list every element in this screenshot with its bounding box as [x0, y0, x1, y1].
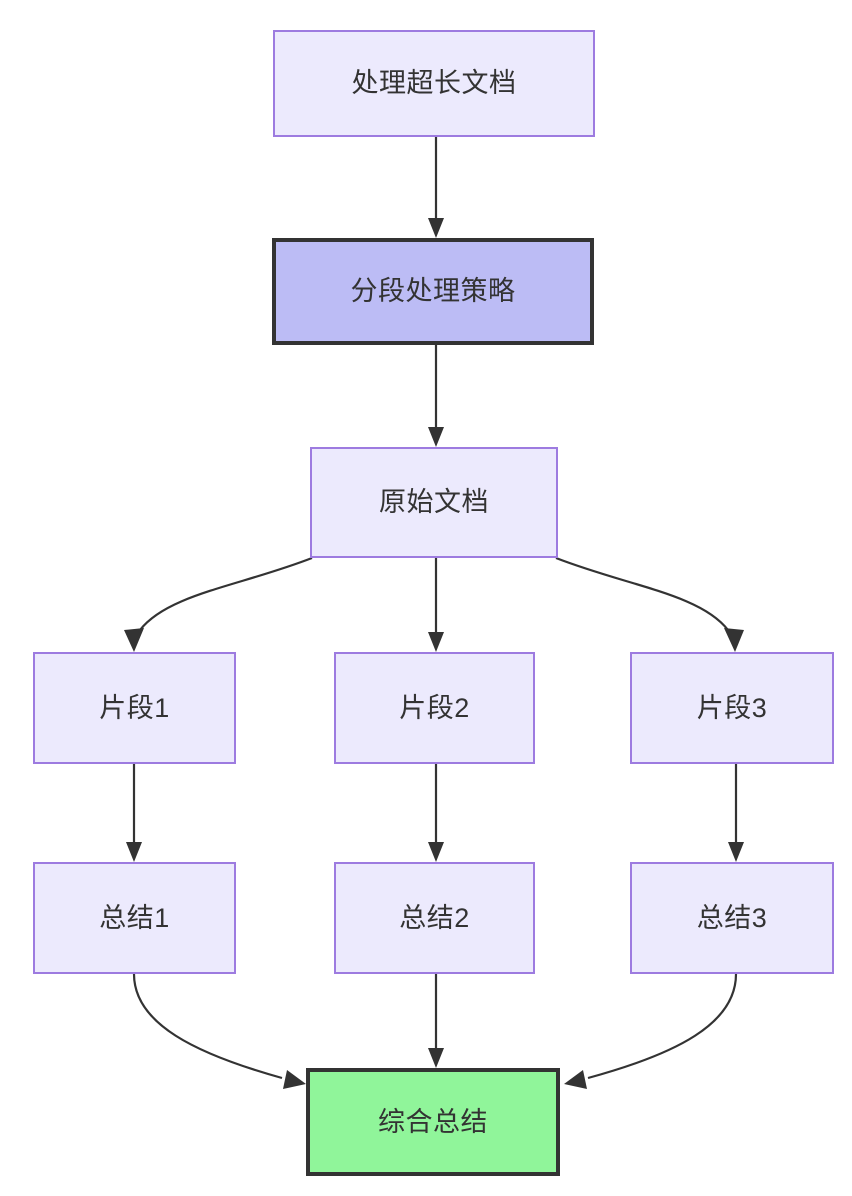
node-chunk3-label: 片段3 [696, 692, 768, 723]
edge-root-to-strategy [428, 137, 444, 238]
node-summary2-label: 总结2 [399, 902, 470, 933]
node-summary1-label: 总结1 [99, 902, 170, 933]
edge-chunk2-to-summary2 [428, 764, 444, 862]
node-root[interactable]: 处理超长文档 [273, 30, 595, 137]
edge-summary1-to-final [132, 973, 306, 1089]
node-chunk3[interactable]: 片段3 [630, 652, 834, 764]
node-source[interactable]: 原始文档 [310, 447, 558, 558]
node-chunk1[interactable]: 片段1 [33, 652, 236, 764]
edge-source-to-chunk2 [428, 558, 444, 652]
edge-chunk1-to-summary1 [126, 764, 142, 862]
node-source-label: 原始文档 [379, 487, 489, 518]
edge-summary3-to-final [564, 973, 738, 1089]
node-strategy-label: 分段处理策略 [350, 276, 516, 307]
edge-chunk3-to-summary3 [728, 764, 744, 862]
node-final-label: 综合总结 [378, 1106, 488, 1137]
edge-source-to-chunk1 [124, 556, 313, 652]
node-summary3-label: 总结3 [696, 902, 768, 933]
node-root-label: 处理超长文档 [351, 68, 517, 99]
node-chunk2-label: 片段2 [399, 692, 470, 723]
edge-strategy-to-source [428, 345, 444, 447]
node-chunk2[interactable]: 片段2 [334, 652, 535, 764]
node-summary1[interactable]: 总结1 [33, 862, 236, 974]
edge-source-to-chunk3 [555, 556, 744, 652]
node-summary2[interactable]: 总结2 [334, 862, 535, 974]
node-summary3[interactable]: 总结3 [630, 862, 834, 974]
node-chunk1-label: 片段1 [99, 692, 170, 723]
node-strategy[interactable]: 分段处理策略 [272, 238, 594, 345]
node-final[interactable]: 综合总结 [306, 1068, 560, 1176]
edge-summary2-to-final [428, 974, 444, 1068]
